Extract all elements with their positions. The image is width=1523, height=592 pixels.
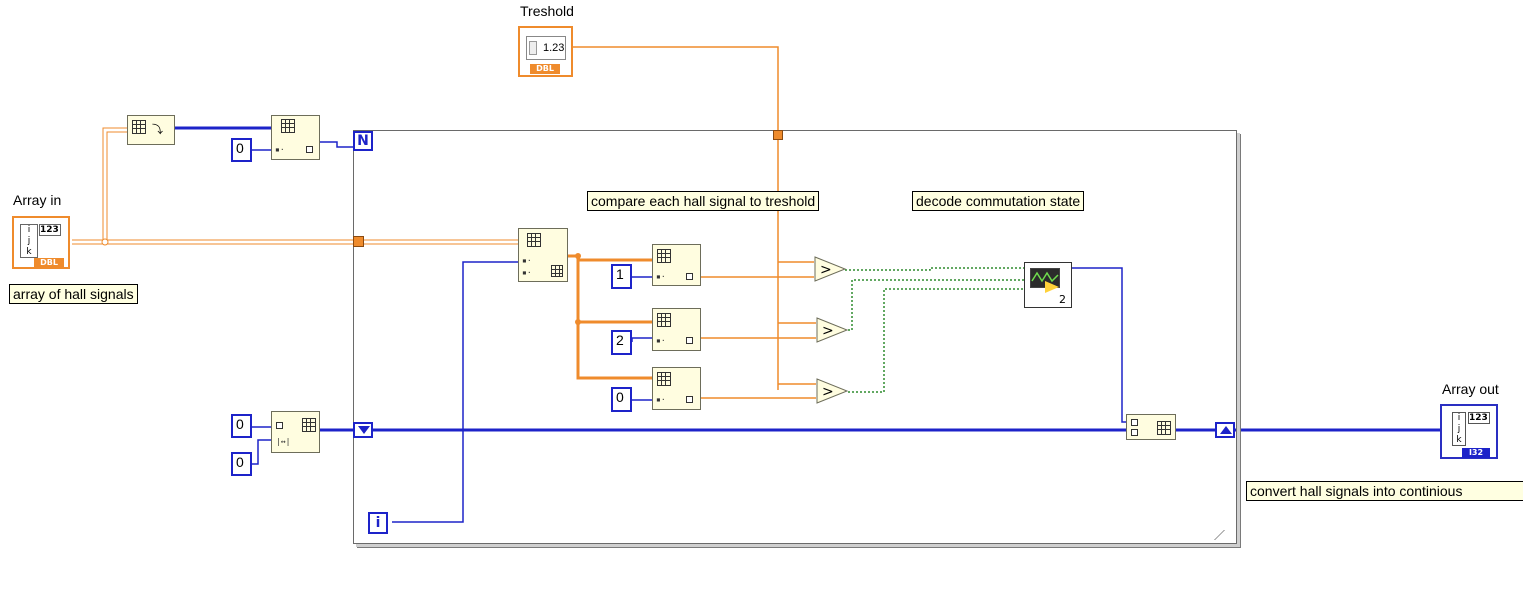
up-arrow-icon <box>1220 426 1232 434</box>
index-constant-2[interactable]: 2 <box>611 330 632 355</box>
array-out-value: 123 <box>1468 412 1490 424</box>
dbl-type-badge: DBL <box>530 64 560 74</box>
array-grid-icon <box>657 249 671 263</box>
initialize-array-node[interactable]: |↔| <box>271 411 320 453</box>
index-array-node-1[interactable]: ▪· <box>652 244 701 286</box>
element-input-icon <box>1131 429 1138 436</box>
initialize-constant-b[interactable]: 0 <box>231 452 252 476</box>
element-output-icon <box>306 146 313 153</box>
treshold-label: Treshold <box>520 3 574 19</box>
loop-resize-handle[interactable] <box>1216 560 1232 576</box>
array-out-label: Array out <box>1442 381 1499 397</box>
subvi-number: 2 <box>1059 293 1066 306</box>
transpose-array-node[interactable]: ⤵ <box>127 115 175 145</box>
shift-register-left[interactable] <box>353 422 373 438</box>
index-constant-1[interactable]: 1 <box>611 264 632 289</box>
element-output-icon <box>686 396 693 403</box>
index-dots-icon: ▪· <box>275 145 285 154</box>
replace-array-subset-node[interactable] <box>1126 414 1176 440</box>
element-input-icon <box>276 422 283 429</box>
run-arrow-icon <box>1045 281 1059 293</box>
array-grid-icon <box>657 313 671 327</box>
treshold-tunnel[interactable] <box>773 130 783 140</box>
svg-text:>: > <box>822 384 834 400</box>
element-input-icon <box>1131 419 1138 426</box>
greater-than-node-2[interactable]: > <box>816 317 848 343</box>
comment-compare-hall-signal: compare each hall signal to treshold <box>587 191 820 211</box>
transpose-icon: ⤵ <box>152 123 163 136</box>
index-constant-top[interactable]: 0 <box>231 138 252 162</box>
index-array-node-3[interactable]: ▪· <box>652 367 701 410</box>
comment-decode-commutation: decode commutation state <box>912 191 1085 211</box>
index-dots-icon: ▪· <box>656 336 666 345</box>
dbl-type-badge: DBL <box>34 258 64 268</box>
comment-convert-hall-signals: convert hall signals into continious <box>1246 481 1523 501</box>
increment-decrement-icon <box>529 41 537 55</box>
decode-commutation-subvi[interactable]: 2 <box>1024 262 1072 308</box>
loop-iteration-terminal: i <box>368 512 388 534</box>
index-array-node-2[interactable]: ▪· <box>652 308 701 351</box>
loop-count-terminal[interactable]: N <box>353 131 373 151</box>
array-in-tunnel[interactable] <box>353 236 364 247</box>
index-dots-icon: ▪· <box>522 256 532 265</box>
element-output-icon <box>686 337 693 344</box>
comment-array-of-hall-signals: array of hall signals <box>9 284 138 304</box>
initialize-constant-a[interactable]: 0 <box>231 414 252 438</box>
treshold-value: 1.23 <box>526 36 566 60</box>
array-grid-icon <box>527 233 541 247</box>
array-grid-icon <box>657 372 671 386</box>
down-arrow-icon <box>358 426 370 434</box>
i32-type-badge: I32 <box>1462 448 1490 458</box>
array-grid-icon <box>132 120 146 134</box>
dimension-size-icon: |↔| <box>276 437 291 446</box>
shift-register-right[interactable] <box>1215 422 1235 438</box>
array-grid-icon <box>302 418 316 432</box>
array-grid-icon <box>281 119 295 133</box>
greater-than-node-3[interactable]: > <box>816 378 848 404</box>
element-output-icon <box>686 273 693 280</box>
array-in-value: 123 <box>39 224 61 236</box>
svg-text:>: > <box>820 262 832 278</box>
array-grid-icon <box>1157 421 1171 435</box>
index-dots-icon: ▪· <box>656 272 666 281</box>
greater-than-node-1[interactable]: > <box>814 256 846 282</box>
array-in-label: Array in <box>13 192 62 208</box>
index-constant-0[interactable]: 0 <box>611 387 632 412</box>
treshold-control[interactable]: 1.23 DBL <box>518 26 573 77</box>
for-loop-structure[interactable] <box>353 130 1237 544</box>
index-dots-icon: ▪· <box>656 395 666 404</box>
svg-text:>: > <box>822 323 834 339</box>
index-dots-icon: ▪· <box>522 268 532 277</box>
array-grid-icon <box>551 265 563 277</box>
index-array-row-node[interactable]: ▪· ▪· <box>518 228 568 282</box>
index-array-node-size[interactable]: ▪· <box>271 115 320 160</box>
